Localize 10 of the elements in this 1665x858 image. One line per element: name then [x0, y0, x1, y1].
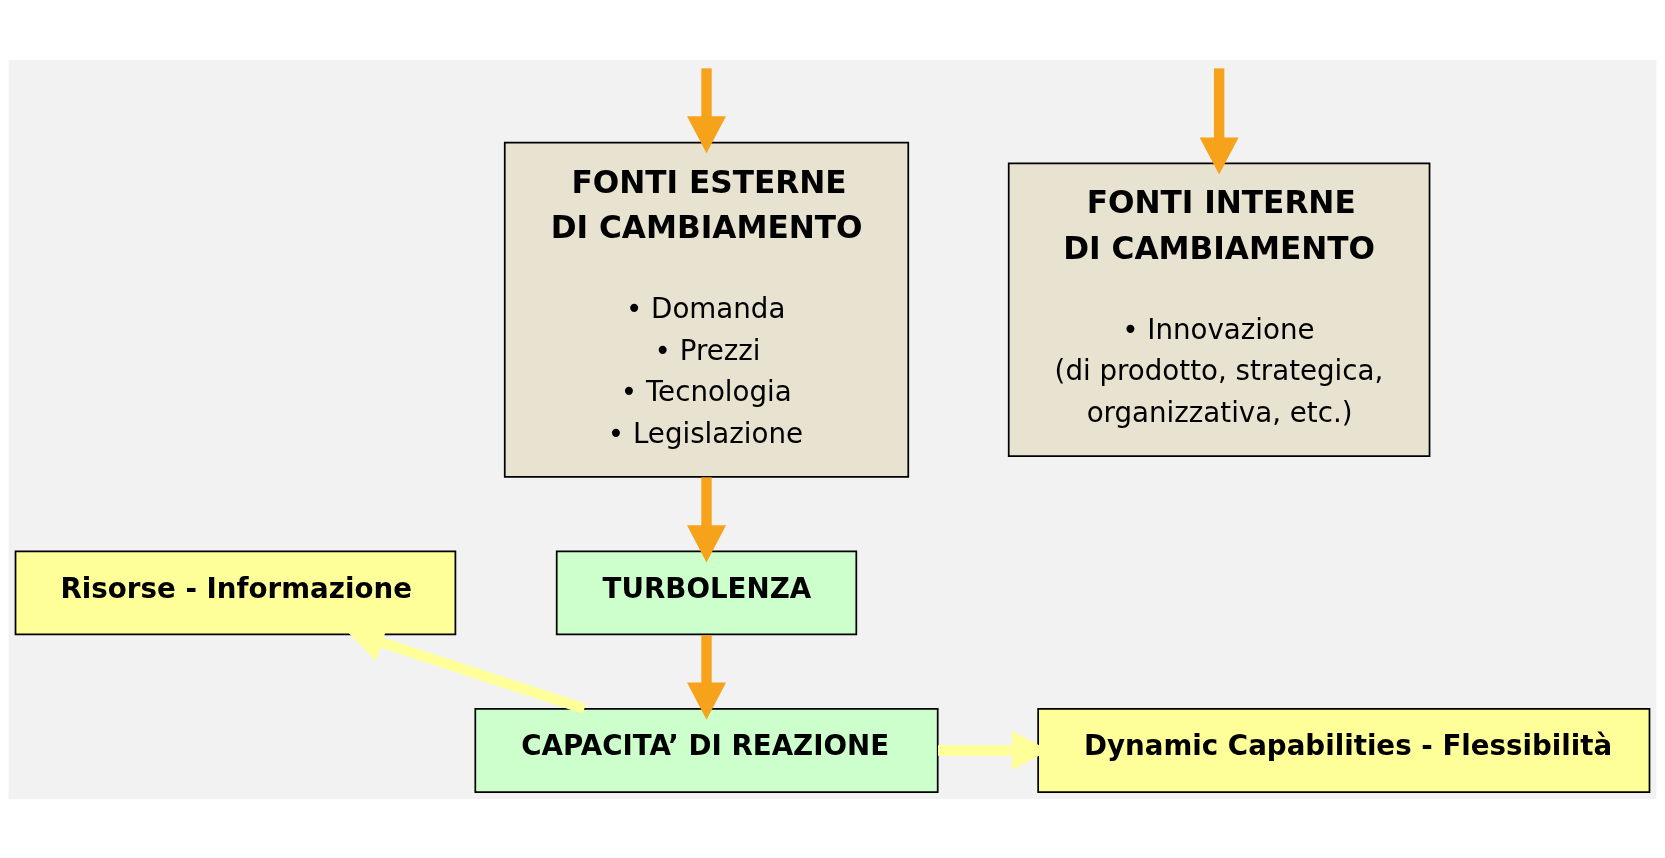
node-box: FONTI ESTERNE DI CAMBIAMENTO • Domanda • Prezzi • Tecnologia • Legislazione	[503, 141, 910, 478]
arrow	[687, 634, 726, 720]
node-box: FONTI INTERNE DI CAMBIAMENTO • Innovazione (di prodotto, strategica, organizzativa, etc.)	[1007, 162, 1431, 457]
node-box: Dynamic Capabilities - Flessibilità	[1037, 707, 1651, 793]
arrow	[687, 476, 726, 562]
arrow	[1199, 67, 1239, 175]
node-box: Risorse - Informazione	[14, 550, 457, 635]
arrow	[687, 67, 726, 153]
node-box: CAPACITA’ DI REAZIONE	[474, 707, 939, 793]
node-box: TURBOLENZA	[555, 550, 858, 635]
